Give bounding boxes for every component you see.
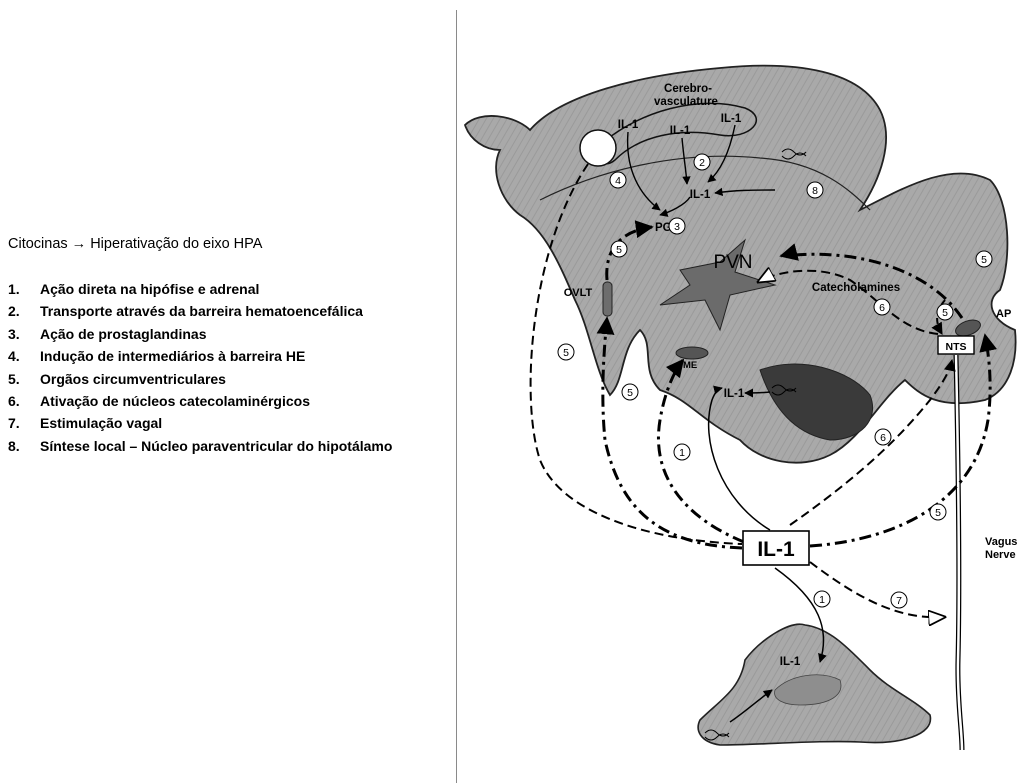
circled-number: 5 (558, 344, 574, 360)
il1-label: IL-1 (724, 388, 745, 400)
circled-number: 4 (610, 172, 626, 188)
svg-text:7: 7 (896, 595, 902, 607)
il1-label: IL-1 (618, 119, 639, 131)
ovlt-label: OVLT (564, 287, 593, 299)
me-label: ME (683, 360, 697, 371)
cerebrovasculature-label-2: vasculature (654, 96, 718, 108)
nts-label: NTS (946, 341, 967, 353)
svg-text:6: 6 (879, 302, 885, 314)
list-item: 4.Indução de intermediários à barreira H… (8, 345, 528, 367)
item-text: Ativação de núcleos catecolaminérgicos (40, 393, 310, 409)
circled-number: 8 (807, 182, 823, 198)
catecholamines-label: Catecholamines (812, 282, 900, 294)
svg-text:5: 5 (563, 347, 569, 359)
il1-label: IL-1 (690, 189, 711, 201)
me-structure (676, 347, 708, 359)
svg-text:5: 5 (942, 307, 948, 319)
list-item: 3.Ação de prostaglandinas (8, 323, 528, 345)
item-text: Estimulação vagal (40, 415, 162, 431)
circled-number: 6 (875, 429, 891, 445)
circled-number: 6 (874, 299, 890, 315)
svg-text:4: 4 (615, 175, 621, 187)
vagus-label-2: Nerve (985, 549, 1016, 561)
item-number: 5. (8, 368, 40, 390)
item-number: 2. (8, 300, 40, 322)
vessel-circle (580, 130, 616, 166)
svg-text:8: 8 (812, 185, 818, 197)
il1-label: IL-1 (780, 656, 801, 668)
svg-text:5: 5 (935, 507, 941, 519)
circled-number: 5 (930, 504, 946, 520)
list-item: 8.Síntese local – Núcleo paraventricular… (8, 435, 528, 457)
item-number: 8. (8, 435, 40, 457)
circled-number: 7 (891, 592, 907, 608)
circled-number: 5 (622, 384, 638, 400)
item-number: 1. (8, 278, 40, 300)
mechanism-list: 1.Ação direta na hipófise e adrenal 2.Tr… (8, 278, 528, 457)
svg-text:1: 1 (679, 447, 685, 459)
il1-main-label: IL-1 (757, 538, 795, 561)
item-text: Transporte através da barreira hematoenc… (40, 303, 363, 319)
ovlt-structure (603, 282, 612, 316)
item-number: 4. (8, 345, 40, 367)
svg-text:3: 3 (674, 221, 680, 233)
item-text: Orgãos circumventriculares (40, 371, 226, 387)
circled-number: 1 (814, 591, 830, 607)
circled-number: 5 (976, 251, 992, 267)
item-number: 3. (8, 323, 40, 345)
list-item: 1.Ação direta na hipófise e adrenal (8, 278, 528, 300)
circled-number: 2 (694, 154, 710, 170)
pvn-label: PVN (713, 252, 752, 273)
svg-text:5: 5 (616, 244, 622, 256)
svg-text:5: 5 (981, 254, 987, 266)
circled-number: 5 (937, 304, 953, 320)
il1-label: IL-1 (721, 113, 742, 125)
cerebrovasculature-label-1: Cerebro- (664, 83, 712, 95)
svg-text:6: 6 (880, 432, 886, 444)
list-item: 6.Ativação de núcleos catecolaminérgicos (8, 390, 528, 412)
item-text: Indução de intermediários à barreira HE (40, 348, 305, 364)
svg-text:5: 5 (627, 387, 633, 399)
item-number: 7. (8, 412, 40, 434)
item-text: Síntese local – Núcleo paraventricular d… (40, 438, 392, 454)
svg-text:1: 1 (819, 594, 825, 606)
ap-label: AP (996, 308, 1011, 320)
circled-number: 5 (611, 241, 627, 257)
list-item: 2.Transporte através da barreira hematoe… (8, 300, 528, 322)
list-item: 5.Orgãos circumventriculares (8, 368, 528, 390)
circled-number: 3 (669, 218, 685, 234)
vagus-label-1: Vagus (985, 536, 1017, 548)
item-text: Ação de prostaglandinas (40, 326, 206, 342)
item-text: Ação direta na hipófise e adrenal (40, 281, 259, 297)
item-number: 6. (8, 390, 40, 412)
list-item: 7.Estimulação vagal (8, 412, 528, 434)
svg-text:2: 2 (699, 157, 705, 169)
circled-number: 1 (674, 444, 690, 460)
il1-label: IL-1 (670, 125, 691, 137)
